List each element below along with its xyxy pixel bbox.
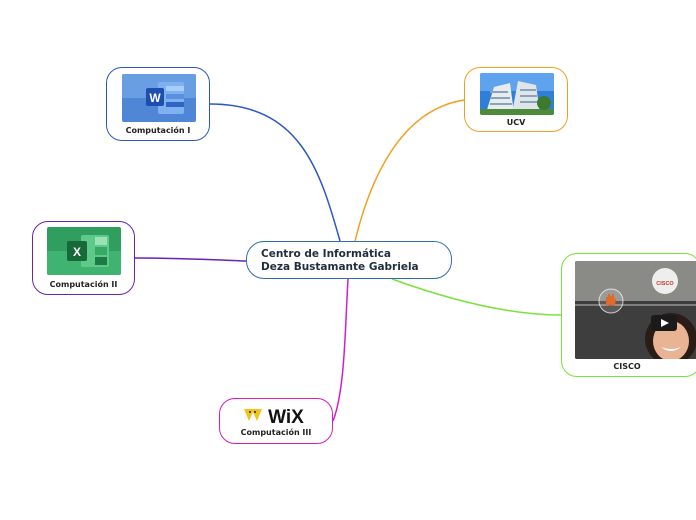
wix-logo: WiX (240, 403, 314, 427)
central-topic-line1: Centro de Informática (261, 248, 391, 260)
video-thumbnail[interactable]: CISCO (575, 261, 696, 359)
central-topic-line2: Deza Bustamante Gabriela (261, 261, 419, 273)
node-computacion-2[interactable]: X Computación II (32, 221, 135, 295)
node-ucv[interactable]: UCV (464, 67, 568, 132)
connector-cisco (391, 278, 562, 316)
node-computacion-1[interactable]: W Computación I (106, 67, 210, 141)
connector-comp3 (332, 278, 349, 422)
node-ucv-label: UCV (506, 118, 526, 127)
node-computacion-3[interactable]: WiX Computación III (219, 398, 333, 444)
node-computacion-1-label: Computación I (125, 126, 191, 135)
connector-ucv (354, 99, 465, 242)
svg-text:X: X (73, 245, 81, 259)
connector-comp2 (134, 257, 247, 262)
node-cisco[interactable]: CISCO CISCO (561, 253, 696, 377)
connector-comp1 (209, 103, 341, 242)
svg-text:WiX: WiX (268, 407, 304, 427)
campus-photo (480, 73, 554, 115)
svg-text:W: W (149, 91, 161, 105)
node-cisco-label: CISCO (613, 362, 641, 371)
excel-icon: X (47, 227, 121, 275)
node-computacion-3-label: Computación III (240, 428, 312, 437)
play-icon[interactable] (661, 319, 669, 327)
node-computacion-2-label: Computación II (49, 280, 118, 289)
word-icon: W (122, 74, 196, 122)
svg-text:CISCO: CISCO (656, 281, 674, 287)
central-topic[interactable]: Centro de Informática Deza Bustamante Ga… (246, 241, 452, 279)
